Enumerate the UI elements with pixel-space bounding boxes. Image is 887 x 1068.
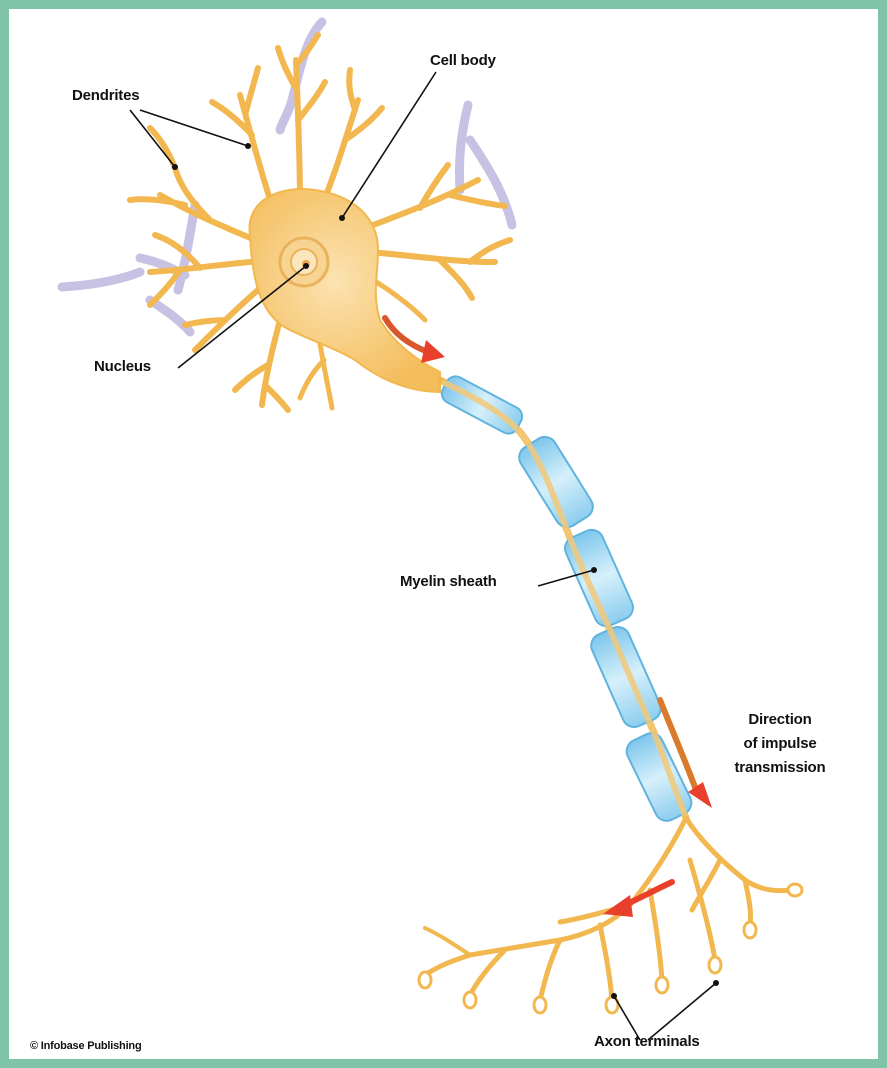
label-direction-line-1: Direction <box>718 708 842 732</box>
cell-body <box>250 189 440 392</box>
label-dendrites: Dendrites <box>72 87 139 104</box>
terminal-bouton <box>744 922 756 938</box>
label-direction-line-3: transmission <box>718 756 842 780</box>
label-axon-terminals: Axon terminals <box>594 1033 700 1050</box>
terminal-bouton <box>419 972 431 988</box>
terminal-bouton <box>709 957 721 973</box>
label-nucleus: Nucleus <box>94 358 151 375</box>
terminal-bouton <box>464 992 476 1008</box>
nucleus <box>280 238 328 286</box>
label-cell-body: Cell body <box>430 52 496 69</box>
label-direction-line-2: of impulse <box>718 732 842 756</box>
terminal-bouton <box>534 997 546 1013</box>
leader-lines <box>130 72 716 1040</box>
copyright-credit: © Infobase Publishing <box>30 1040 141 1052</box>
myelin-segment <box>515 432 598 531</box>
impulse-arrows <box>385 318 712 917</box>
terminal-bouton <box>788 884 802 896</box>
myelin-segment <box>587 623 664 731</box>
axon-terminals <box>419 818 802 1013</box>
myelin-sheath <box>438 373 695 825</box>
label-myelin-sheath: Myelin sheath <box>400 573 497 590</box>
terminal-bouton <box>656 977 668 993</box>
label-direction-of-impulse: Direction of impulse transmission <box>718 708 842 780</box>
arrow-terminals <box>625 882 672 905</box>
